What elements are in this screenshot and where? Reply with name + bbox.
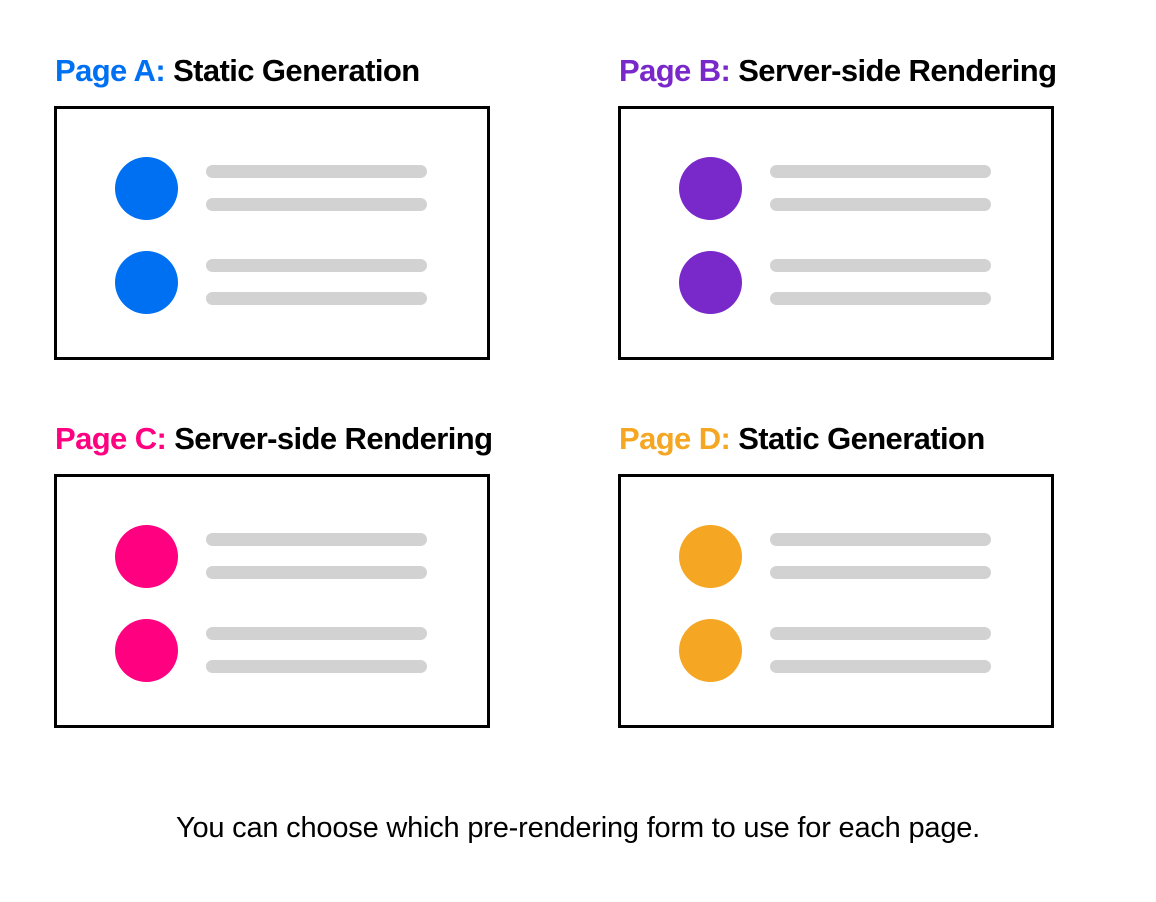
- avatar-circle-icon: [115, 156, 178, 220]
- placeholder-line: [206, 660, 427, 673]
- card-rows-c: [57, 477, 487, 725]
- page-mode-a: Static Generation: [173, 53, 420, 88]
- placeholder-line: [206, 165, 427, 178]
- avatar-circle-icon: [115, 524, 178, 588]
- page-card-a: [54, 106, 490, 360]
- page-heading-a: Page A: Static Generation: [55, 52, 490, 90]
- card-row: [679, 523, 991, 589]
- avatar-circle-icon: [115, 250, 178, 314]
- page-block-c: Page C: Server-side Rendering: [54, 420, 493, 728]
- page-block-d: Page D: Static Generation: [618, 420, 1054, 728]
- placeholder-line: [770, 566, 991, 579]
- avatar-circle-icon: [679, 250, 742, 314]
- placeholder-line: [770, 165, 991, 178]
- page-card-b: [618, 106, 1054, 360]
- card-rows-d: [621, 477, 1051, 725]
- placeholder-lines: [206, 165, 427, 211]
- page-block-a: Page A: Static Generation: [54, 52, 490, 360]
- card-rows-a: [57, 109, 487, 357]
- page-mode-c: Server-side Rendering: [174, 421, 493, 456]
- placeholder-line: [206, 292, 427, 305]
- placeholder-line: [770, 627, 991, 640]
- page-grid: Page A: Static Generation: [54, 52, 1057, 744]
- placeholder-line: [206, 533, 427, 546]
- card-row: [679, 617, 991, 683]
- page-card-d: [618, 474, 1054, 728]
- placeholder-lines: [770, 533, 991, 579]
- placeholder-lines: [206, 259, 427, 305]
- placeholder-line: [770, 198, 991, 211]
- card-row: [115, 249, 427, 315]
- placeholder-lines: [206, 627, 427, 673]
- page-mode-b: Server-side Rendering: [738, 53, 1057, 88]
- card-row: [115, 155, 427, 221]
- placeholder-lines: [770, 627, 991, 673]
- page-block-b: Page B: Server-side Rendering: [618, 52, 1057, 360]
- placeholder-line: [206, 627, 427, 640]
- page-label-b: Page B:: [619, 53, 731, 88]
- placeholder-line: [206, 198, 427, 211]
- placeholder-line: [770, 660, 991, 673]
- page-heading-d: Page D: Static Generation: [619, 420, 1054, 458]
- avatar-circle-icon: [679, 524, 742, 588]
- page-label-a: Page A:: [55, 53, 166, 88]
- avatar-circle-icon: [115, 618, 178, 682]
- page-heading-c: Page C: Server-side Rendering: [55, 420, 493, 458]
- placeholder-lines: [770, 259, 991, 305]
- page-card-c: [54, 474, 490, 728]
- diagram-caption: You can choose which pre-rendering form …: [175, 812, 981, 844]
- page-label-c: Page C:: [55, 421, 167, 456]
- placeholder-lines: [770, 165, 991, 211]
- card-rows-b: [621, 109, 1051, 357]
- placeholder-line: [770, 292, 991, 305]
- placeholder-line: [770, 533, 991, 546]
- page-heading-b: Page B: Server-side Rendering: [619, 52, 1057, 90]
- placeholder-line: [206, 566, 427, 579]
- card-row: [679, 155, 991, 221]
- card-row: [115, 617, 427, 683]
- placeholder-line: [206, 259, 427, 272]
- placeholder-lines: [206, 533, 427, 579]
- card-row: [679, 249, 991, 315]
- avatar-circle-icon: [679, 618, 742, 682]
- placeholder-line: [770, 259, 991, 272]
- card-row: [115, 523, 427, 589]
- avatar-circle-icon: [679, 156, 742, 220]
- page-mode-d: Static Generation: [738, 421, 985, 456]
- page-label-d: Page D:: [619, 421, 731, 456]
